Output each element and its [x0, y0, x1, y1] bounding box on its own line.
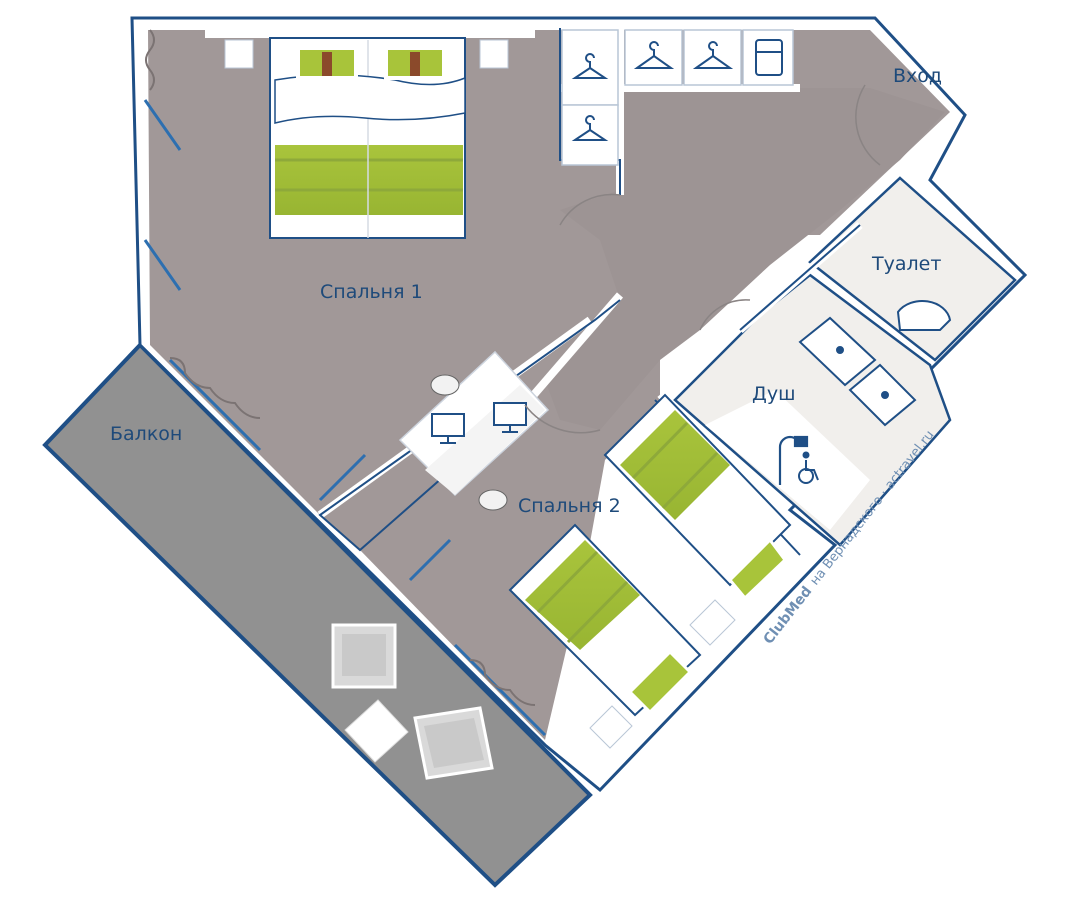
monitor-icon [431, 402, 527, 444]
sink [798, 316, 917, 427]
entrance-label: Вход [893, 65, 942, 87]
shower-zone [705, 390, 870, 530]
fridge-icon [755, 39, 783, 76]
armchair [331, 623, 494, 780]
side-table [344, 699, 409, 763]
door-arc [524, 84, 881, 434]
toilet [896, 300, 952, 331]
corridor-floor [545, 88, 945, 430]
bedroom2-label: Спальня 2 [518, 495, 621, 517]
balcony-label: Балкон [110, 423, 182, 445]
wardrobe [561, 29, 794, 166]
curtain [145, 29, 536, 706]
shower-label: Душ [752, 383, 795, 405]
wheelchair-icon [798, 451, 819, 484]
shower-icon [778, 435, 809, 485]
double-bed [205, 28, 535, 239]
bedroom1-label: Спальня 1 [320, 281, 423, 303]
toilet-floor [808, 176, 1017, 362]
single-bed [508, 393, 792, 749]
window [143, 99, 547, 737]
hanger-icon [571, 41, 734, 141]
toilet-label: Туалет [871, 253, 941, 275]
